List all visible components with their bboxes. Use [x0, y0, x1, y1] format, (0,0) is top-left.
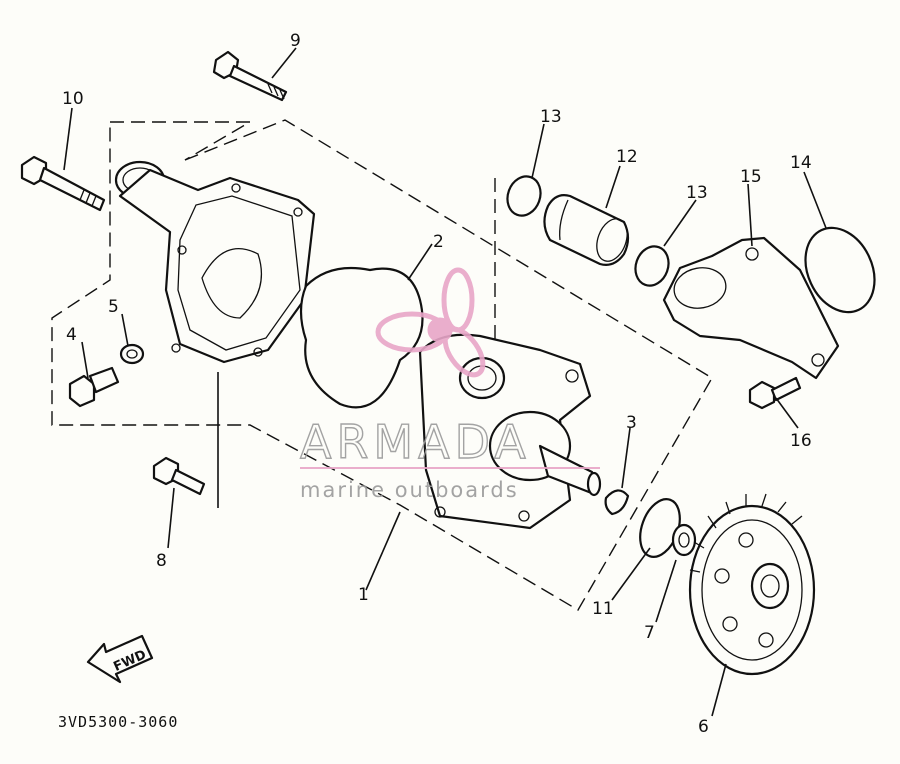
watermark-logo-icon: [375, 267, 486, 378]
washer-part-5: [119, 343, 145, 365]
bolt-part-4: [68, 366, 120, 408]
diagram-code: 3VD5300-3060: [58, 713, 178, 731]
callout-16: 16: [790, 431, 812, 451]
bolt-part-9: [212, 50, 288, 102]
o-ring-part-13b: [634, 245, 670, 287]
gasket-part-2: [299, 266, 424, 409]
watermark-tagline: marine outboards: [300, 478, 519, 502]
callout-2: 2: [433, 232, 444, 252]
callout-4: 4: [66, 325, 77, 345]
assembly-dashed-outline: [51, 119, 713, 611]
bolt-part-10: [20, 155, 106, 212]
callout-1: 1: [358, 585, 369, 605]
pipe-part-12: [543, 194, 630, 266]
gear-part-6: [688, 493, 816, 676]
pump-cover: [114, 160, 316, 364]
callout-6: 6: [698, 717, 709, 737]
callout-12: 12: [616, 147, 638, 167]
washer-part-7: [671, 523, 697, 557]
callout-7: 7: [644, 623, 655, 643]
callout-5: 5: [108, 297, 119, 317]
o-ring-part-14: [804, 226, 876, 314]
clip-part-3: [604, 489, 630, 516]
callout-14: 14: [790, 153, 812, 173]
callout-labels: 1 2 3 4 5 6 7 8 9 10 11 12 13 13 14 15 1…: [62, 31, 812, 737]
callout-13a: 13: [540, 107, 562, 127]
fwd-direction-arrow: FWD: [86, 634, 154, 684]
bolt-part-16: [748, 376, 802, 410]
watermark-brand: ARMADA: [300, 415, 531, 469]
elbow-part-15: [662, 236, 840, 380]
bolt-part-8: [152, 456, 206, 496]
callout-15: 15: [740, 167, 762, 187]
callout-9: 9: [290, 31, 301, 51]
callout-3: 3: [626, 413, 637, 433]
callout-11: 11: [592, 599, 614, 619]
o-ring-part-13a: [506, 175, 542, 217]
callout-8: 8: [156, 551, 167, 571]
leader-lines: [63, 47, 827, 717]
watermark: ARMADA marine outboards: [299, 267, 600, 502]
callout-13b: 13: [686, 183, 708, 203]
pump-body-part-1: [418, 333, 602, 530]
callout-10: 10: [62, 89, 84, 109]
